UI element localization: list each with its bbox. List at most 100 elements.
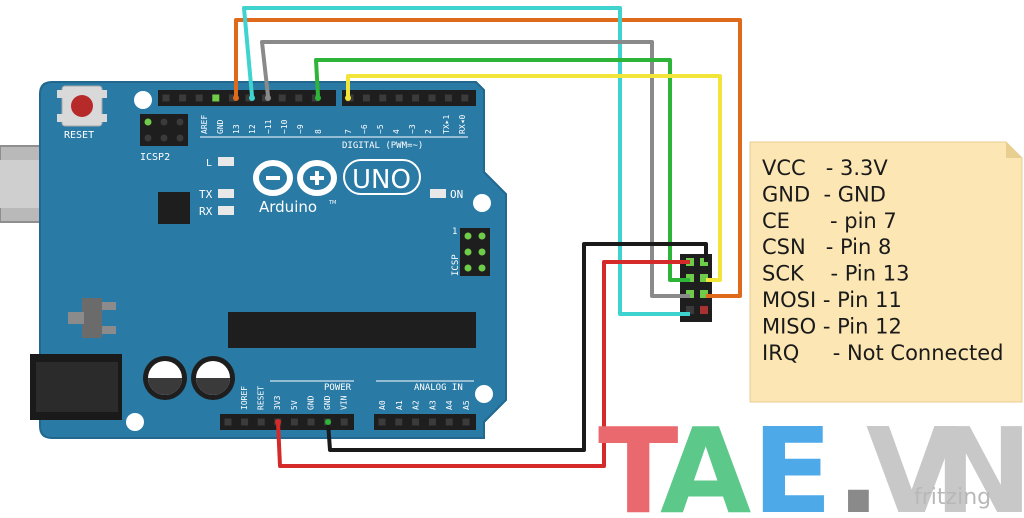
analog-pin-hole xyxy=(462,418,470,426)
digital-pin-label: 4 xyxy=(392,129,401,134)
note-line: VCC - 3.3V xyxy=(762,156,888,180)
wire-endpoints xyxy=(233,95,351,425)
note-line: IRQ - Not Connected xyxy=(762,341,1004,365)
digital-pin-label: ~5 xyxy=(376,124,385,134)
led-on-label: ON xyxy=(450,188,463,201)
note-line: SCK - Pin 13 xyxy=(762,262,909,286)
analog-pin-label: A1 xyxy=(395,400,404,410)
watermark-letter: V xyxy=(866,402,957,518)
power-pin-hole xyxy=(290,418,298,426)
note-line: CE - pin 7 xyxy=(762,209,897,233)
digital-pin-label: ~9 xyxy=(296,124,305,134)
digital-pin-hole xyxy=(195,94,203,102)
power-pin-label: GND xyxy=(306,395,315,410)
uno-label: UNO xyxy=(352,165,411,195)
power-pin-hole xyxy=(257,418,265,426)
note-line: MISO - Pin 12 xyxy=(762,314,902,338)
analog-pin-hole xyxy=(378,418,386,426)
analog-header xyxy=(374,414,476,430)
wire-pin13-sck xyxy=(234,18,742,298)
led-on xyxy=(430,189,446,198)
power-pin-hole xyxy=(307,418,315,426)
icsp2-header xyxy=(140,114,188,146)
digital-pin-label: ~6 xyxy=(360,124,369,134)
digital-pin-label: 8 xyxy=(314,129,323,134)
digital-pin-label: 13 xyxy=(232,124,241,134)
power-pin-label: IOREF xyxy=(240,386,249,410)
power-pin-hole xyxy=(340,418,348,426)
digital-pin-hole xyxy=(162,94,170,102)
analog-pin-label: A4 xyxy=(445,400,454,410)
wire-gnd-gnd xyxy=(326,242,708,452)
icsp-pin1-label: 1 xyxy=(452,227,457,237)
wire-pin12-miso xyxy=(242,6,690,316)
analog-pin-hole xyxy=(395,418,403,426)
led-l-label: L xyxy=(206,158,212,169)
digital-header-high xyxy=(342,90,476,106)
mounting-hole xyxy=(473,194,491,212)
mounting-hole xyxy=(134,91,152,109)
icsp2-label: ICSP2 xyxy=(140,152,170,163)
digital-pin-label: 2 xyxy=(424,129,433,134)
note-line: CSN - Pin 8 xyxy=(762,235,891,259)
power-pin-hole xyxy=(224,418,232,426)
digital-pin-hole xyxy=(412,94,420,102)
capacitor xyxy=(191,356,235,400)
analog-pin-label: A2 xyxy=(412,400,421,410)
arduino-logo xyxy=(253,160,337,196)
watermark-letter: N xyxy=(934,402,1024,518)
led-rx xyxy=(218,206,234,215)
reset-label: RESET xyxy=(64,130,94,141)
led-tx xyxy=(218,189,234,198)
digital-pin-hole xyxy=(444,94,452,102)
digital-caption: DIGITAL (PWM=~) xyxy=(342,141,423,151)
analog-pin-label: A0 xyxy=(378,400,387,410)
arduino-tm: TM xyxy=(328,200,336,206)
analog-pin-holes xyxy=(378,418,470,426)
analog-pin-label: A3 xyxy=(428,400,437,410)
note-line: MOSI - Pin 11 xyxy=(762,288,902,312)
digital-pin-label: ~11 xyxy=(264,119,273,134)
digital-pin-label: 12 xyxy=(248,124,257,134)
digital-pin-label: AREF xyxy=(200,115,209,134)
led-tx-label: TX xyxy=(199,188,213,201)
digital-pin-hole xyxy=(461,94,469,102)
board-pcb xyxy=(39,81,507,439)
power-jack xyxy=(30,354,122,420)
mounting-hole xyxy=(475,385,493,403)
digital-pin-hole xyxy=(379,94,387,102)
note-line: GND - GND xyxy=(762,182,886,206)
digital-pin-label: ~10 xyxy=(280,119,289,134)
atmega328-chip xyxy=(228,312,476,348)
power-pin-label: VIN xyxy=(340,395,349,410)
power-pin-hole xyxy=(241,418,249,426)
analog-caption: ANALOG IN xyxy=(414,383,463,393)
digital-pin-hole xyxy=(179,94,187,102)
reset-button[interactable] xyxy=(57,85,107,127)
power-pin-label: 3V3 xyxy=(273,395,282,410)
wire-pin8-csn xyxy=(314,58,690,282)
watermark-letter: E xyxy=(752,402,833,518)
power-pin-label: RESET xyxy=(257,386,266,410)
wire-pin7-ce xyxy=(346,74,722,282)
analog-pin-hole xyxy=(445,418,453,426)
digital-pin-label: ~3 xyxy=(408,124,417,134)
digital-pin-hole xyxy=(395,94,403,102)
fritzing-watermark: fritzing xyxy=(914,485,991,510)
digital-pin-hole xyxy=(428,94,436,102)
icsp-header xyxy=(460,228,490,276)
digital-pin-hole xyxy=(228,94,236,102)
digital-pin-hole xyxy=(295,94,303,102)
arduino-brand: Arduino xyxy=(259,198,317,216)
watermark-letter: T xyxy=(598,402,679,518)
usb-interface-chip xyxy=(158,192,190,224)
capacitor xyxy=(143,356,187,400)
digital-pin-label: TX▸1 xyxy=(442,115,451,134)
digital-pin-hole xyxy=(278,94,286,102)
